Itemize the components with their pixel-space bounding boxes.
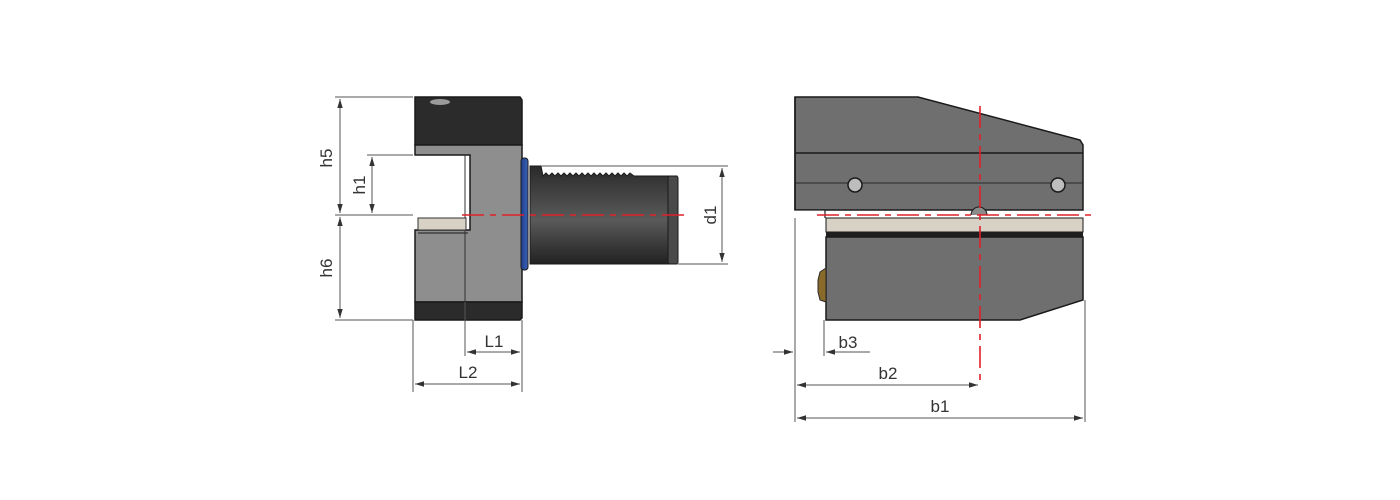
label-h5: h5 xyxy=(317,149,336,168)
dimension-h5: h5 xyxy=(317,96,413,216)
label-L2: L2 xyxy=(459,363,478,382)
label-b3: b3 xyxy=(839,333,858,352)
dimension-h1: h1 xyxy=(350,154,413,213)
holder-body xyxy=(414,96,523,321)
seal-ring xyxy=(520,157,529,271)
dimension-b2: b2 xyxy=(797,364,978,388)
right-view: b3 b2 b1 xyxy=(773,96,1092,422)
label-L1: L1 xyxy=(485,332,504,351)
dimension-d1: d1 xyxy=(541,165,728,265)
fitting xyxy=(817,267,827,303)
holder-side-body xyxy=(794,96,1084,321)
dimension-L1: L1 xyxy=(464,302,523,392)
label-b1: b1 xyxy=(931,397,950,416)
screw-hole-right xyxy=(1050,177,1066,193)
label-b2: b2 xyxy=(879,364,898,383)
label-d1: d1 xyxy=(701,206,720,225)
label-h1: h1 xyxy=(350,176,369,195)
dimension-b3: b3 xyxy=(773,218,870,422)
dimension-b1: b1 xyxy=(797,300,1086,422)
left-view: h5 h1 h6 d1 L1 xyxy=(317,96,728,392)
label-h6: h6 xyxy=(317,259,336,278)
screw-hole-left xyxy=(847,177,863,193)
dimension-L2: L2 xyxy=(412,320,520,392)
dimension-h6: h6 xyxy=(317,217,413,321)
